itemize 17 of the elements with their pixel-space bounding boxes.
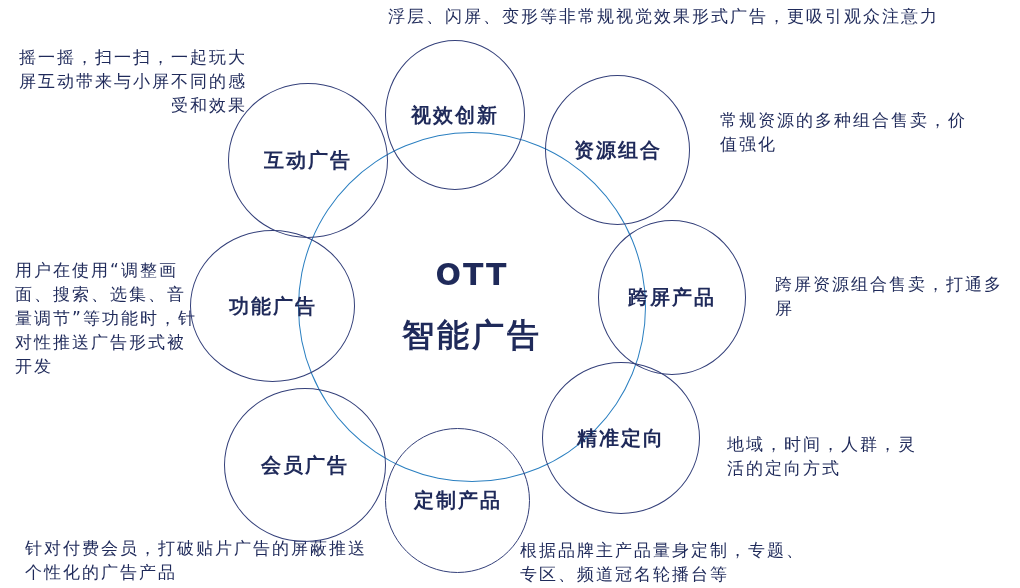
description-text: 常规资源的多种组合售卖，价值强化	[720, 109, 968, 156]
description-text: 用户在使用“调整画面、搜索、选集、音量调节”等功能时，针对性推送广告形式被开发	[15, 259, 198, 378]
description-text: 针对付费会员，打破贴片广告的屏蔽推送个性化的广告产品	[25, 537, 368, 584]
category-circle	[598, 220, 746, 375]
category-label: 会员广告	[261, 451, 349, 479]
category-label: 视效创新	[411, 101, 499, 129]
category-label: 资源组合	[573, 136, 662, 164]
description-text: 地域，时间，人群，灵活的定向方式	[727, 433, 917, 480]
category-label: 跨屏产品	[628, 284, 716, 311]
category-label: 定制产品	[413, 487, 502, 514]
center-title: OTT	[435, 256, 509, 292]
description-text: 跨屏资源组合售卖，打通多屏	[775, 273, 1004, 320]
description-text: 浮层、闪屏、变形等非常规视觉效果形式广告，更吸引观众注意力	[388, 5, 940, 28]
category-label: 互动广告	[264, 147, 352, 174]
description-text: 摇一摇，扫一扫，一起玩大屏互动带来与小屏不同的感受和效果	[18, 46, 247, 117]
description-text: 根据品牌主产品量身定制，专题、专区、频道冠名轮播台等	[520, 539, 806, 586]
center-subtitle: 智能广告	[402, 314, 542, 356]
